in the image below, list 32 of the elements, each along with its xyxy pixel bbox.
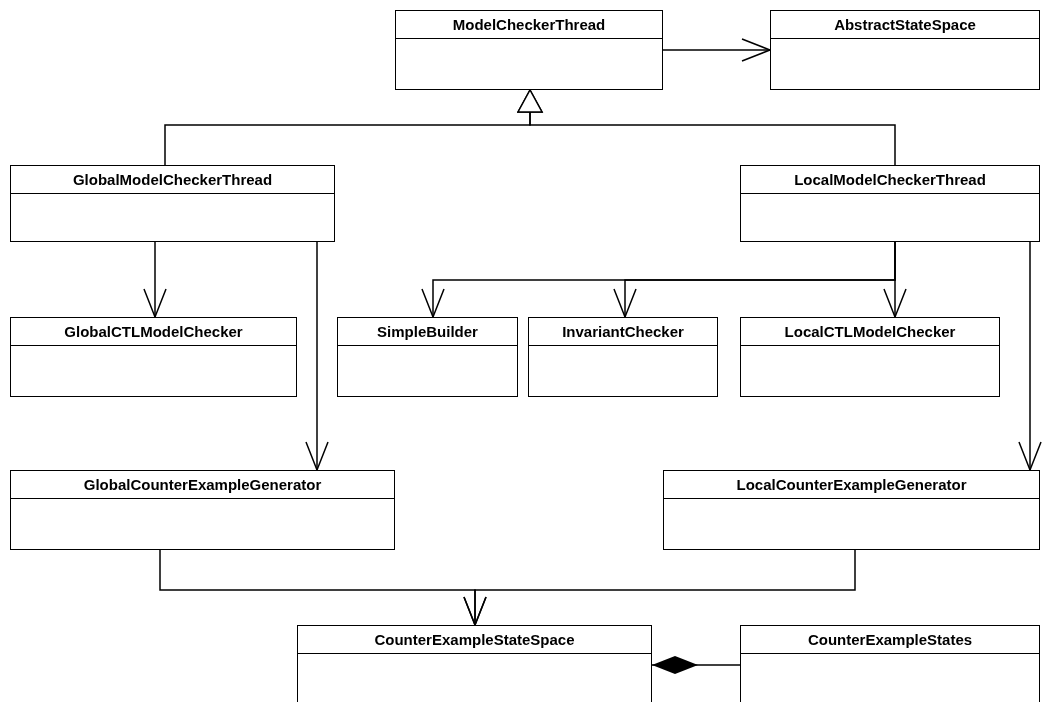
- class-box: [10, 470, 395, 550]
- class-box: [740, 317, 1000, 397]
- class-box: [528, 317, 718, 397]
- class-name: GlobalModelCheckerThread: [72, 171, 273, 188]
- class-box: [740, 625, 1040, 702]
- class-box: [10, 317, 297, 397]
- class-name: ModelCheckerThread: [452, 16, 606, 33]
- arrow: [143, 241, 167, 318]
- class-name: CounterExampleStates: [807, 631, 973, 648]
- class-name: AbstractStateSpace: [834, 16, 976, 33]
- class-box: [10, 165, 335, 242]
- arrow: [883, 241, 907, 318]
- class-box: [297, 625, 652, 702]
- arrow: [662, 38, 771, 62]
- class-name: LocalModelCheckerThread: [794, 171, 986, 188]
- arrow: [305, 241, 329, 471]
- class-name: LocalCounterExampleGenerator: [736, 476, 967, 493]
- class-box: [740, 165, 1040, 242]
- class-box: [395, 10, 663, 90]
- arrow: [1018, 241, 1042, 471]
- class-box: [337, 317, 518, 397]
- class-name: InvariantChecker: [562, 323, 684, 340]
- class-name: GlobalCTLModelChecker: [64, 323, 243, 340]
- class-name: GlobalCounterExampleGenerator: [83, 476, 322, 493]
- class-name: SimpleBuilder: [377, 323, 478, 340]
- class-name: CounterExampleStateSpace: [374, 631, 575, 648]
- arrow: [463, 549, 856, 626]
- composition-line: [651, 656, 741, 674]
- class-name: LocalCTLModelChecker: [784, 323, 956, 340]
- inheritance-arrow: [517, 89, 896, 166]
- class-box: [663, 470, 1040, 550]
- class-box: [770, 10, 1040, 90]
